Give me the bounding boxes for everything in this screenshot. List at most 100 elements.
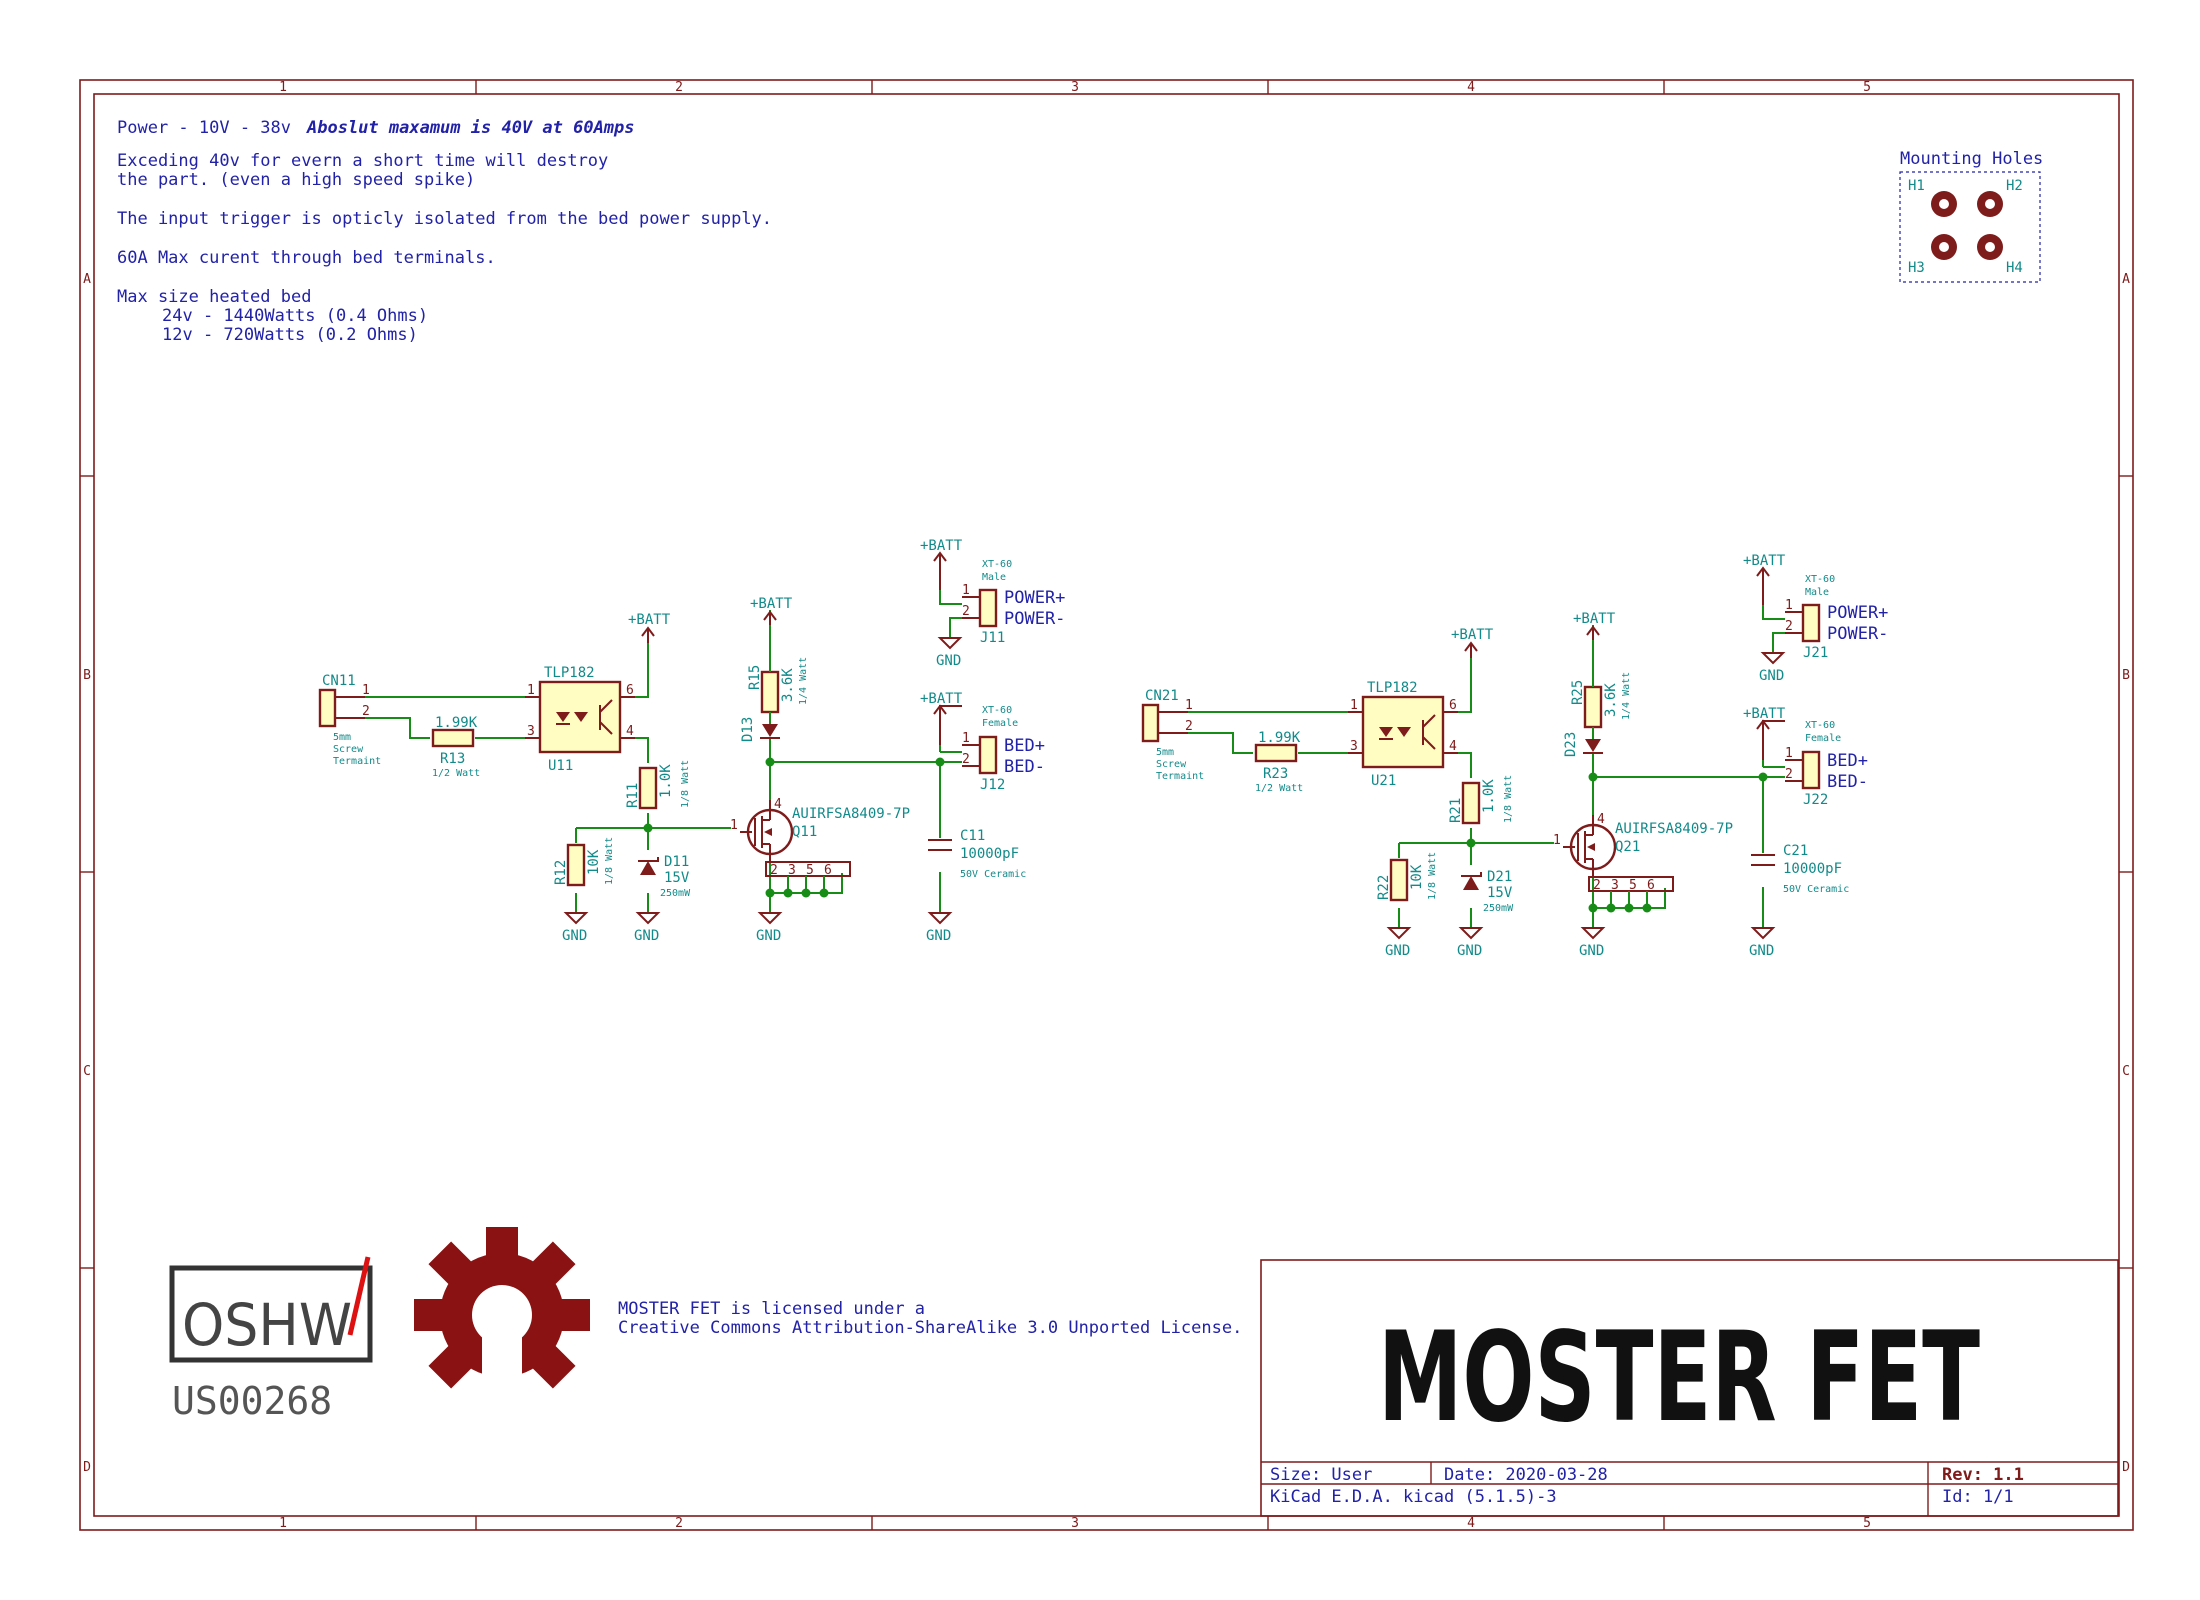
j11-pin-power-plus: POWER+ xyxy=(1004,588,1065,608)
svg-text:2: 2 xyxy=(1185,719,1193,734)
u21-value: TLP182 xyxy=(1367,680,1418,696)
cn21-desc-1: 5mm xyxy=(1156,747,1174,758)
gnd-label-q11: GND xyxy=(756,928,781,944)
gnd-label-c11: GND xyxy=(926,928,951,944)
resistor-r25: R25 3.6K 1/4 Watt xyxy=(1570,672,1632,729)
connector-cn11: 1 2 CN11 5mm Screw Termaint xyxy=(318,673,381,767)
j22-pin-bed-minus: BED- xyxy=(1827,772,1868,792)
cn11-desc-3: Termaint xyxy=(333,756,381,767)
r11-value: 1.0K xyxy=(658,764,674,798)
license-line-2: Creative Commons Attribution-ShareAlike … xyxy=(618,1318,1242,1338)
led-d23: D23 xyxy=(1563,732,1603,757)
col-label-1-bottom: 1 xyxy=(279,1516,287,1531)
col-label-5: 5 xyxy=(1863,80,1871,95)
svg-text:1: 1 xyxy=(962,731,970,746)
power-batt-j22: +BATT xyxy=(1743,706,1786,760)
d21-watt: 250mW xyxy=(1483,903,1514,914)
gnd-label-d21: GND xyxy=(1457,943,1482,959)
cn11-desc-1: 5mm xyxy=(333,732,351,743)
gnd-label-q21: GND xyxy=(1579,943,1604,959)
d21-ref: D21 xyxy=(1487,869,1512,885)
svg-text:1: 1 xyxy=(1785,746,1793,761)
hole-label-h4: H4 xyxy=(2006,260,2023,276)
gnd-label-c21: GND xyxy=(1749,943,1774,959)
svg-text:6: 6 xyxy=(626,683,634,698)
svg-text:4: 4 xyxy=(774,797,782,812)
batt-label-6: +BATT xyxy=(1573,611,1616,627)
j12-ref: J12 xyxy=(980,777,1005,793)
title-block-tool: KiCad E.D.A. kicad (5.1.5)-3 xyxy=(1270,1487,1557,1507)
gnd-r12: GND xyxy=(562,912,589,944)
cn21-ref: CN21 xyxy=(1145,688,1179,704)
c21-ref: C21 xyxy=(1783,843,1808,859)
svg-text:3: 3 xyxy=(1350,739,1358,754)
r25-ref: R25 xyxy=(1570,680,1586,705)
c21-value: 10000pF xyxy=(1783,861,1842,877)
capacitor-c21: C21 10000pF 50V Ceramic xyxy=(1751,843,1849,895)
power-batt-u11: +BATT xyxy=(628,612,671,643)
svg-text:2: 2 xyxy=(1593,878,1601,893)
resistor-r15: R15 3.6K 1/4 Watt xyxy=(747,657,809,714)
col-label-2-bottom: 2 xyxy=(675,1516,683,1531)
j22-desc-1: XT-60 xyxy=(1805,720,1835,731)
svg-text:2: 2 xyxy=(1785,767,1793,782)
connector-j12: 1 2 XT-60 Female BED+ BED- J12 xyxy=(962,705,1045,793)
oshw-certification-id: US00268 xyxy=(172,1379,332,1423)
title-block-revision: Rev: 1.1 xyxy=(1942,1465,2024,1485)
svg-text:4: 4 xyxy=(1449,739,1457,754)
svg-text:6: 6 xyxy=(824,863,832,878)
circuit-channel-1: 1 2 CN11 5mm Screw Termaint 1.99K R13 1/… xyxy=(318,538,1065,944)
note-line-8: 12v - 720Watts (0.2 Ohms) xyxy=(162,325,418,345)
hole-label-h1: H1 xyxy=(1908,178,1925,194)
mounting-hole-h3 xyxy=(1931,234,1957,260)
mounting-hole-h4 xyxy=(1977,234,2003,260)
power-batt-j21: +BATT xyxy=(1743,553,1786,605)
batt-label-2: +BATT xyxy=(750,596,793,612)
resistor-r23: 1.99K R23 1/2 Watt xyxy=(1254,730,1303,794)
cn11-desc-2: Screw xyxy=(333,744,364,755)
connector-cn21: 1 2 CN21 5mm Screw Termaint xyxy=(1141,688,1204,782)
r12-ref: R12 xyxy=(553,860,569,885)
r23-ref: R23 xyxy=(1263,766,1288,782)
mounting-holes-title: Mounting Holes xyxy=(1900,149,2043,169)
gnd-label-r12: GND xyxy=(562,928,587,944)
svg-text:3: 3 xyxy=(1611,878,1619,893)
svg-text:1: 1 xyxy=(1350,698,1358,713)
connector-j21: 1 2 XT-60 Male POWER+ POWER- J21 xyxy=(1785,574,1888,661)
col-label-4: 4 xyxy=(1467,80,1475,95)
col-label-1: 1 xyxy=(279,80,287,95)
gnd-q21: GND xyxy=(1579,908,1606,959)
row-label-d-right: D xyxy=(2122,1460,2130,1475)
mounting-hole-h1 xyxy=(1931,191,1957,217)
resistor-r22: R22 10K 1/8 Watt xyxy=(1376,852,1438,902)
wires-channel-2 xyxy=(1188,605,1785,928)
resistor-r12: R12 10K 1/8 Watt xyxy=(553,837,615,887)
col-label-3-bottom: 3 xyxy=(1071,1516,1079,1531)
j22-ref: J22 xyxy=(1803,792,1828,808)
title-block-size: Size: User xyxy=(1270,1465,1372,1485)
gnd-c21: GND xyxy=(1749,927,1776,959)
power-batt-j12: +BATT xyxy=(920,691,963,745)
r22-ref: R22 xyxy=(1376,875,1392,900)
cn21-desc-2: Screw xyxy=(1156,759,1187,770)
gnd-label-r22: GND xyxy=(1385,943,1410,959)
d23-ref: D23 xyxy=(1563,732,1579,757)
cn21-desc-3: Termaint xyxy=(1156,771,1204,782)
j21-desc-2: Male xyxy=(1805,587,1829,598)
zener-d21: D21 15V 250mW xyxy=(1461,869,1514,914)
gnd-label-j11: GND xyxy=(936,653,961,669)
optocoupler-u21: 1 3 6 4 TLP182 U21 xyxy=(1348,680,1458,789)
r23-watt: 1/2 Watt xyxy=(1255,783,1303,794)
svg-text:5: 5 xyxy=(1629,878,1637,893)
j21-ref: J21 xyxy=(1803,645,1828,661)
svg-text:2: 2 xyxy=(962,752,970,767)
optocoupler-u11: 1 3 6 4 TLP182 U11 xyxy=(525,665,635,774)
j12-desc-1: XT-60 xyxy=(982,705,1012,716)
wires-channel-1 xyxy=(365,590,962,913)
r22-watt: 1/8 Watt xyxy=(1427,852,1438,900)
r11-watt: 1/8 Watt xyxy=(680,760,691,808)
svg-text:6: 6 xyxy=(1647,878,1655,893)
j21-pin-power-plus: POWER+ xyxy=(1827,603,1888,623)
svg-text:3: 3 xyxy=(788,863,796,878)
batt-label-7: +BATT xyxy=(1743,553,1786,569)
